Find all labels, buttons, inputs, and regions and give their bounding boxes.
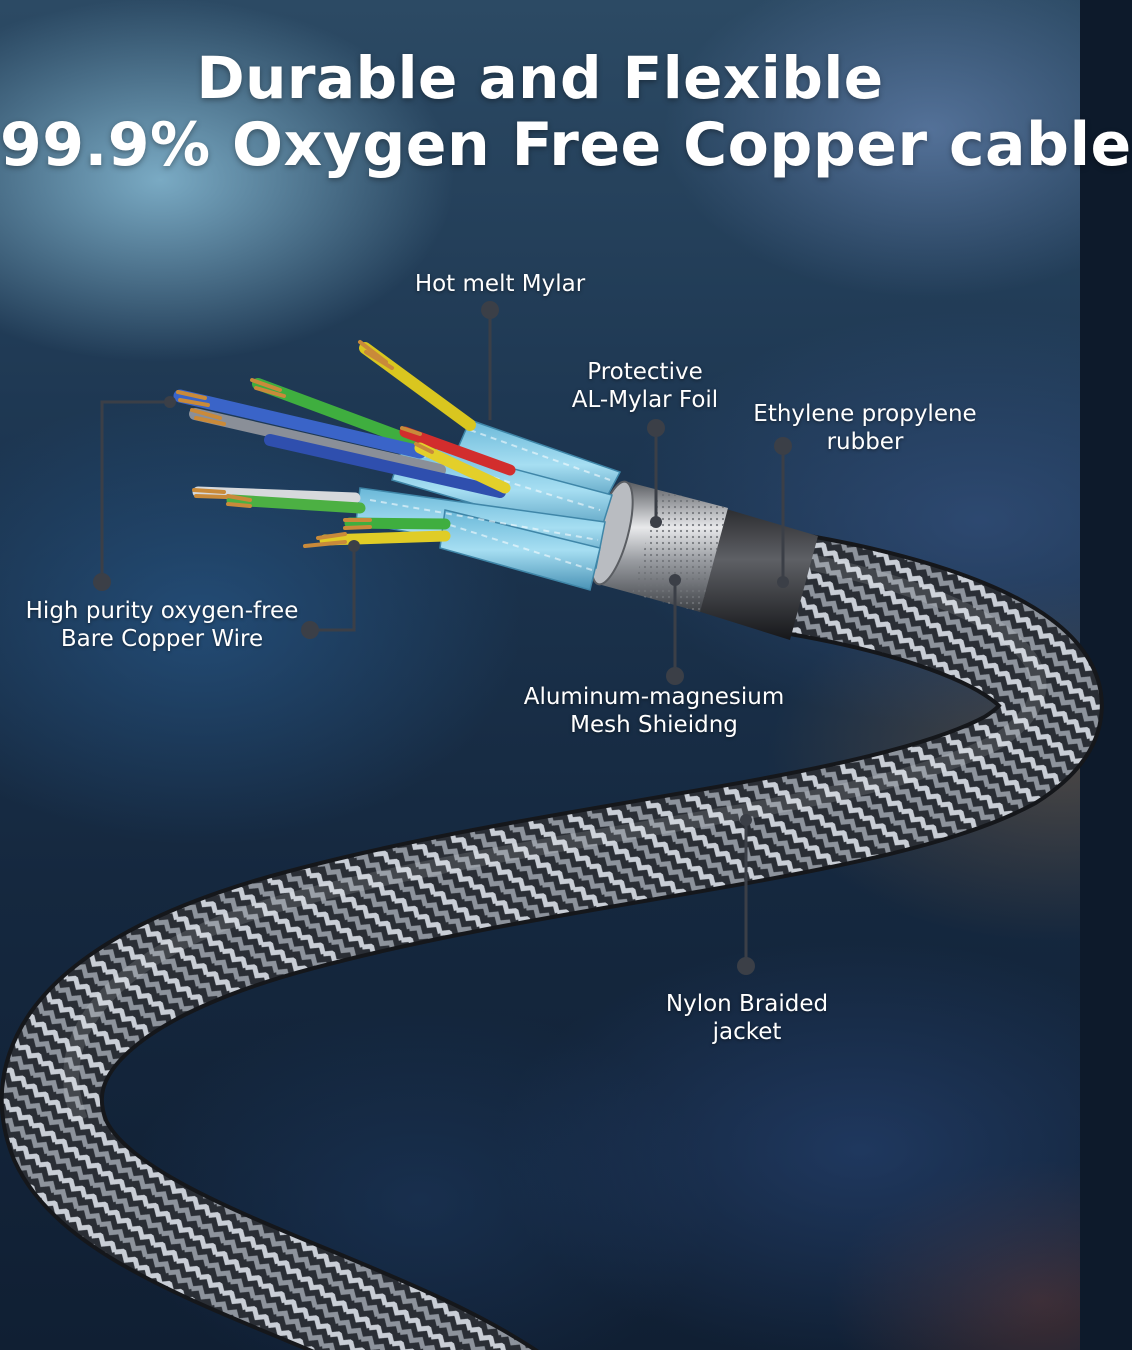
callout-dots: [93, 301, 792, 975]
insulated-wires: [173, 342, 516, 546]
callout-text: rubber: [826, 429, 904, 455]
callout-hot-melt-mylar: Hot melt Mylar: [390, 270, 610, 298]
headline-line-2: 99.9% Oxygen Free Copper cable: [0, 110, 1132, 180]
callout-protective-foil: Protective AL-Mylar Foil: [540, 358, 750, 414]
braided-cable: [0, 533, 1104, 1350]
callout-mesh-shielding: Aluminum-magnesium Mesh Shieidng: [505, 683, 803, 739]
callout-text: Nylon Braided: [665, 991, 829, 1017]
callout-nylon-jacket: Nylon Braided jacket: [640, 990, 854, 1046]
cable-illustration: [0, 301, 1104, 1350]
callout-text: jacket: [712, 1019, 782, 1045]
callout-copper-wire: High purity oxygen-free Bare Copper Wire: [16, 597, 308, 653]
callout-text: Ethylene propylene: [753, 401, 977, 427]
callout-text: Bare Copper Wire: [60, 626, 264, 652]
callout-text: High purity oxygen-free: [25, 598, 299, 624]
callout-rubber: Ethylene propylene rubber: [740, 400, 990, 456]
copper-strands: [176, 340, 434, 548]
callout-text: Protective: [587, 359, 703, 385]
rubber-sleeve: [688, 506, 818, 640]
headline-line-1: Durable and Flexible: [196, 44, 884, 112]
callout-leaders: [100, 310, 785, 966]
callout-text: Aluminum-magnesium: [523, 684, 785, 710]
callout-text: Mesh Shieidng: [570, 712, 738, 738]
callout-text: AL-Mylar Foil: [571, 387, 719, 413]
callout-text: Hot melt Mylar: [414, 271, 586, 297]
